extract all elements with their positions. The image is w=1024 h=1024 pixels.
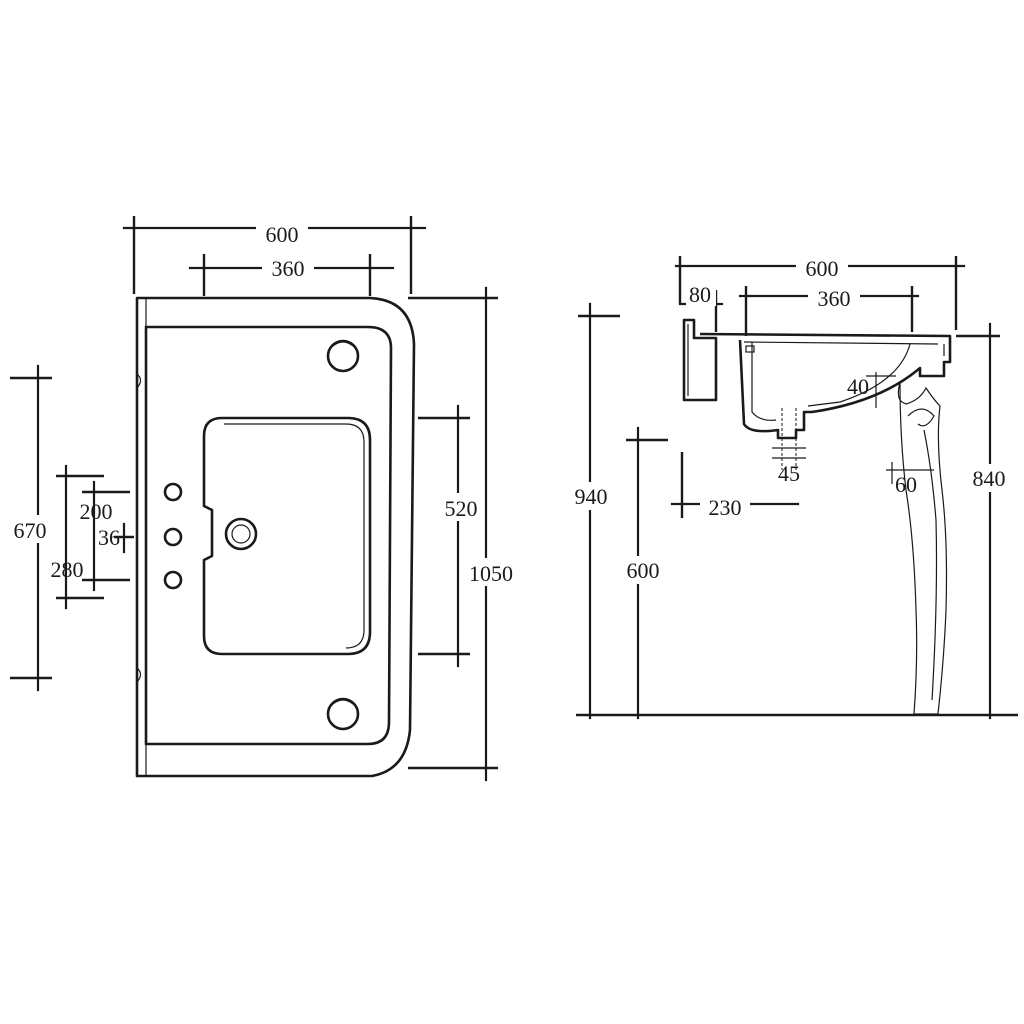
soap-recess-bottom [326,697,360,731]
dim-side-leg-section: 60 [895,472,917,497]
dim-top-tap-spacing: 200 [80,499,113,524]
tap-hole-top [163,482,183,502]
bowl-outline [202,416,372,656]
dim-top-overall-length: 1050 [469,561,513,586]
bowl-inner-edge [224,423,365,649]
basin-section [699,332,952,440]
basin-outline [135,296,416,778]
dim-side-total-height: 940 [575,484,608,509]
soap-recess-top [326,339,360,373]
dim-side-rim-height: 840 [973,466,1006,491]
soap-recess-bottom-shade [332,699,354,705]
top-view: 600 360 670 280 200 36 520 [6,214,520,782]
dim-side-waste-offset: 230 [709,495,742,520]
dim-top-overall-depth: 670 [14,518,47,543]
dim-top-bowl-width: 360 [272,256,305,281]
drain-icon [224,517,258,551]
dim-top-tap-offset: 36 [98,525,120,550]
tap-hole-middle [163,527,183,547]
dim-side-waste-height: 600 [627,558,660,583]
drain-inner [231,524,251,544]
bracket-notch-upper [136,373,142,389]
wall-bracket [682,318,718,402]
pedestal-leg [897,381,948,715]
dim-side-overall-width: 600 [806,256,839,281]
dim-side-rear-offset: 80 [689,282,711,307]
dim-side-bowl-width: 360 [818,286,851,311]
side-view: 600 80 360 40 45 230 60 940 [566,252,1018,720]
soap-recess-top-shade [332,341,354,347]
dim-top-overall-width: 600 [266,222,299,247]
dim-top-bowl-length: 520 [445,496,478,521]
dim-side-rim-thickness: 40 [847,374,869,399]
tap-hole-bottom [163,570,183,590]
overflow-icon [745,345,755,353]
bracket-notch-lower [136,667,142,683]
basin-rim-inner [144,325,393,746]
dim-side-waste-diameter: 45 [778,461,800,486]
dim-top-rear-to-tap: 280 [51,557,84,582]
